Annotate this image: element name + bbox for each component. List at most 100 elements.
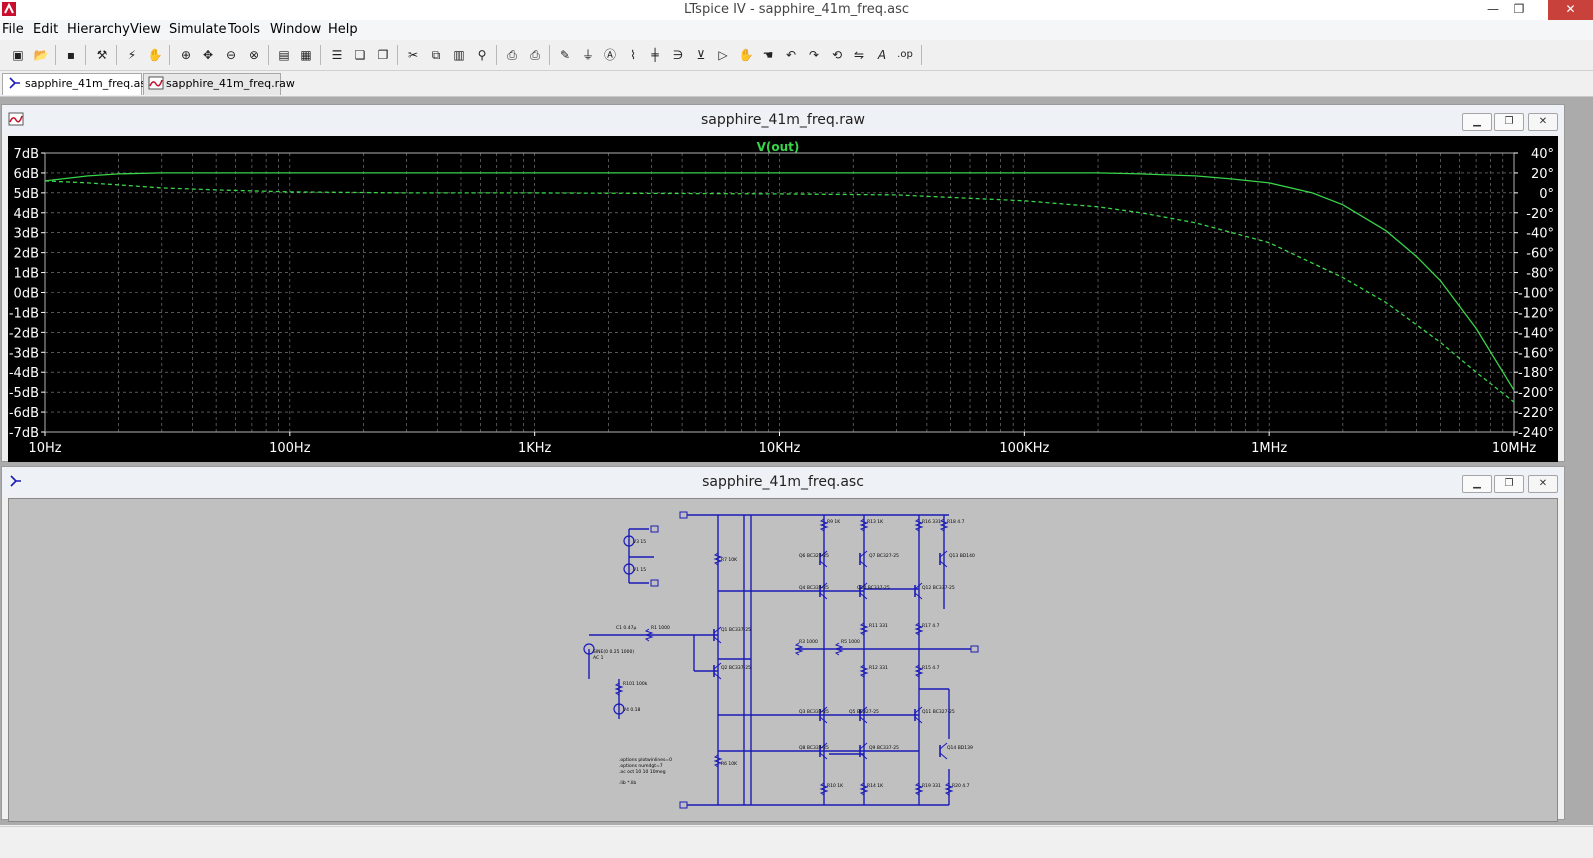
draw-wire-icon[interactable]: ✎ [559,48,571,62]
y-left-tick-label: 2dB [14,247,39,262]
transistor-emitter-icon [914,592,923,600]
zoom-fit-icon[interactable]: ⊗ [248,48,260,62]
y-axis-right: 40°20°0°-20°-40°-60°-80°-100°-120°-140°-… [1514,147,1554,441]
transistor-collector-icon [819,742,828,750]
undo-icon[interactable]: ↶ [785,48,797,62]
open-icon[interactable]: 📂 [33,48,49,62]
autorange-icon[interactable]: ▤ [278,48,290,62]
cut-icon[interactable]: ✂ [407,48,419,62]
tile-horizontal-icon[interactable]: ☰ [331,48,343,62]
y-left-tick-label: 3dB [14,227,39,242]
schematic-window-titlebar[interactable]: sapphire_41m_freq.asc ▁ ❐ ✕ [2,467,1564,497]
spice-directive: .options numdgt=7 [619,763,663,769]
maximize-button[interactable]: ❐ [1513,2,1525,16]
cascade-icon[interactable]: ❐ [377,48,389,62]
mark-icon[interactable]: ▦ [300,48,312,62]
tab-schematic[interactable]: sapphire_41m_freq.asc [2,73,152,95]
plot-maximize-button[interactable]: ❐ [1494,113,1524,131]
component-label: Q4 BC337-25 [799,585,829,591]
waveform-chart[interactable]: 7dB6dB5dB4dB3dB2dB1dB0dB-1dB-2dB-3dB-4dB… [8,136,1558,462]
component-label: Q3 BC337-25 [799,709,829,715]
zoom-out-icon[interactable]: ⊖ [225,48,237,62]
resistor-icon[interactable]: ⌇ [630,48,636,62]
net-label-flag-icon [679,801,688,809]
copy-icon[interactable]: ⧉ [431,48,441,62]
component-label: Q2 BC337-25 [721,665,751,671]
label-net-icon[interactable]: Ⓐ [603,48,616,62]
minimize-button[interactable]: — [1487,2,1499,16]
transistor-emitter-icon [859,716,868,724]
schematic-maximize-button[interactable]: ❐ [1494,475,1524,493]
resistor-icon [859,622,869,636]
print-setup-icon[interactable]: ⎙ [507,48,517,62]
plot-window-titlebar[interactable]: sapphire_41m_freq.raw ▁ ❐ ✕ [2,105,1564,135]
menu-hierarchy[interactable]: Hierarchy [67,22,130,37]
menu-tools[interactable]: Tools [228,22,261,37]
component-label: R6 10K [721,761,738,767]
move-icon[interactable]: ✋ [738,48,754,62]
component-label: Q13 BD140 [949,553,975,559]
transistor-emitter-icon [819,560,828,568]
transistor-emitter-icon [859,592,868,600]
y-left-tick-label: 7dB [14,147,39,162]
new-schematic-icon[interactable]: ▣ [12,48,24,62]
save-icon[interactable]: ▪ [66,48,76,62]
menu-window[interactable]: Window [270,22,322,37]
menu-help[interactable]: Help [328,22,358,37]
toolbar-separator [85,45,86,65]
resistor-icon [819,518,829,532]
tile-vertical-icon[interactable]: ❏ [354,48,366,62]
component-label: R17 4.7 [922,623,940,629]
voltage-source-icon [623,563,635,575]
close-button[interactable]: ✕ [1548,0,1593,20]
menu-file[interactable]: File [2,22,24,37]
plot-close-button[interactable]: ✕ [1528,113,1558,131]
redo-icon[interactable]: ↷ [808,48,820,62]
traces [44,172,1515,403]
rotate-icon[interactable]: ⟲ [831,48,843,62]
menu-simulate[interactable]: Simulate [169,22,227,37]
print-icon[interactable]: ⎙ [530,48,540,62]
toolbar-separator [55,45,56,65]
resistor-icon [713,754,723,768]
trace-magnitude[interactable] [44,172,1515,391]
y-left-tick-label: 5dB [14,187,39,202]
transistor-emitter-icon [939,560,948,568]
diode-icon[interactable]: ⊻ [696,48,706,62]
trace-label[interactable]: V(out) [757,140,800,154]
x-tick-label: 100Hz [269,441,311,456]
schematic-window-title: sapphire_41m_freq.asc [702,474,864,490]
toolbar-separator [169,45,170,65]
waveform-icon [148,76,164,90]
control-panel-icon[interactable]: ⚒ [96,48,108,62]
inductor-icon[interactable]: ∋ [672,48,684,62]
toolbar-separator [397,45,398,65]
drag-icon[interactable]: ☚ [762,48,774,62]
tab-waveform[interactable]: sapphire_41m_freq.raw [143,73,295,95]
halt-icon[interactable]: ✋ [147,48,163,62]
menu-view[interactable]: View [130,22,161,37]
plot-minimize-button[interactable]: ▁ [1462,113,1492,131]
run-icon[interactable]: ⚡ [127,48,137,62]
schematic-minimize-button[interactable]: ▁ [1462,475,1492,493]
ground-icon[interactable]: ⏚ [581,48,594,62]
component-icon[interactable]: ▷ [718,48,728,62]
capacitor-icon[interactable]: ╪ [651,48,659,62]
schematic-close-button[interactable]: ✕ [1528,475,1558,493]
paste-icon[interactable]: ▥ [453,48,465,62]
zoom-in-icon[interactable]: ⊕ [180,48,192,62]
schematic-wires [588,514,974,806]
component-label: SINE(0 0.25 1000) [593,649,634,655]
spice-directive-icon[interactable]: .op [897,49,913,60]
transistor-collector-icon [819,550,828,558]
pan-icon[interactable]: ✥ [202,48,214,62]
text-icon[interactable]: A [877,48,887,62]
mirror-icon[interactable]: ⇋ [853,48,865,62]
menu-edit[interactable]: Edit [33,22,59,37]
find-icon[interactable]: ⚲ [477,48,487,62]
trace-phase[interactable] [44,180,1515,403]
